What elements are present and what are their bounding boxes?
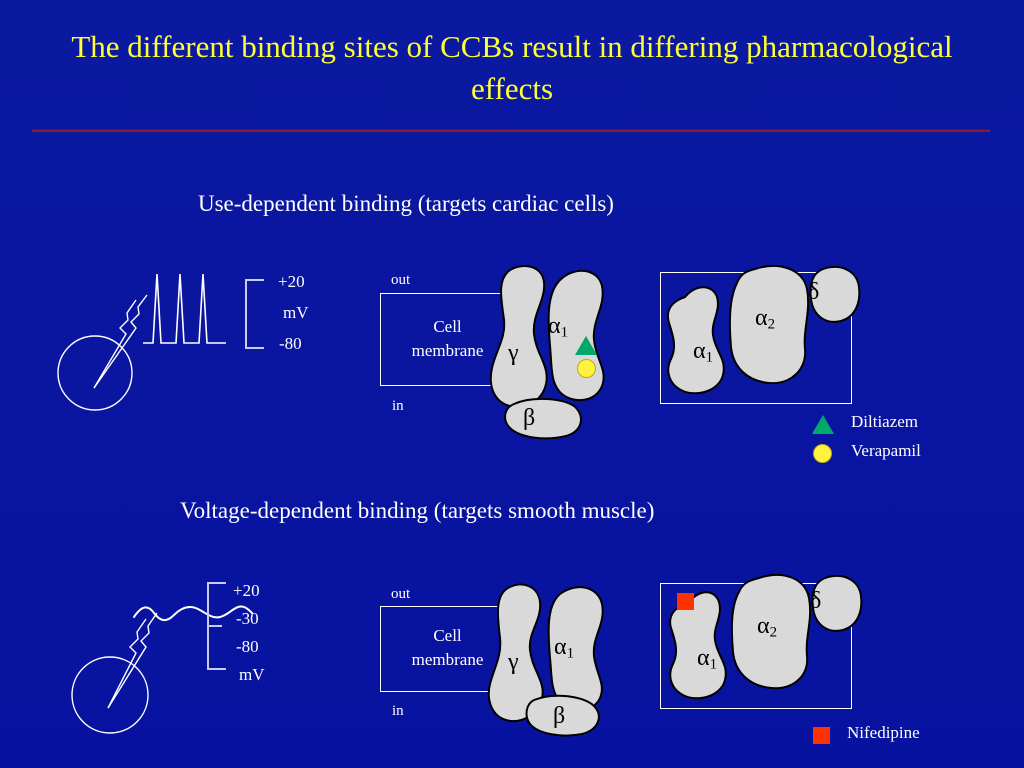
subunit-label-delta-smooth: δ xyxy=(810,588,822,614)
subunit-label-beta-cardiac: β xyxy=(523,405,536,431)
legend-label-diltiazem: Diltiazem xyxy=(851,412,919,431)
section-heading-use-dependent: Use-dependent binding (targets cardiac c… xyxy=(198,191,614,216)
scale-units-smooth: mV xyxy=(239,665,265,684)
page-title: The different binding sites of CCBs resu… xyxy=(71,29,953,106)
channel-complex-left-smooth xyxy=(487,583,604,737)
legend-label-nifedipine: Nifedipine xyxy=(847,723,920,742)
membrane-in-label-cardiac: in xyxy=(392,398,404,414)
membrane-label-line2-cardiac: membrane xyxy=(411,341,484,360)
subunit-label-alpha1-smooth: α1 xyxy=(554,634,575,662)
electrode-pipette-smooth xyxy=(107,618,147,709)
legend-label-verapamil: Verapamil xyxy=(851,441,921,460)
beta-subunit-blob-smooth xyxy=(525,694,600,737)
electrode-pipette xyxy=(93,299,137,389)
smooth-muscle-cell-circle xyxy=(71,656,149,734)
title-divider xyxy=(32,129,990,132)
cardiac-recording-diagram xyxy=(57,273,264,411)
scale-tick-bottom-smooth: -80 xyxy=(236,637,259,656)
membrane-label-line2-smooth: membrane xyxy=(411,650,484,669)
legend-marker-verapamil xyxy=(813,444,832,463)
subunit-label-alpha1-cardiac-right: α1 xyxy=(693,338,714,366)
gamma-subunit-blob-cardiac xyxy=(489,265,548,408)
subunit-label-beta-smooth: β xyxy=(553,703,566,729)
bound-verapamil-circle xyxy=(577,359,596,378)
subunit-label-alpha2-smooth: α2 xyxy=(757,613,778,641)
alpha2-subunit-blob-cardiac xyxy=(728,264,810,385)
subunit-label-alpha2-cardiac: α2 xyxy=(755,305,776,333)
bound-nifedipine-square xyxy=(677,593,694,610)
delta-subunit-blob-smooth xyxy=(811,575,863,632)
alpha1-subunit-blob-cardiac-right xyxy=(667,286,725,395)
section-heading-voltage-dependent: Voltage-dependent binding (targets smoot… xyxy=(180,498,655,523)
scale-tick-top-cardiac: +20 xyxy=(278,272,305,291)
alpha2-subunit-blob-smooth xyxy=(730,573,812,690)
membrane-out-label-cardiac: out xyxy=(391,272,411,288)
slow-wave-trace xyxy=(133,605,253,621)
membrane-in-label-smooth: in xyxy=(392,703,404,719)
membrane-label-line1-cardiac: Cell xyxy=(433,317,462,336)
subunit-label-delta-cardiac: δ xyxy=(808,279,820,305)
beta-subunit-blob-cardiac xyxy=(504,397,582,440)
membrane-out-label-smooth: out xyxy=(391,586,411,602)
legend-marker-diltiazem xyxy=(812,415,834,434)
scale-tick-bottom-cardiac: -80 xyxy=(279,334,302,353)
subunit-label-gamma-smooth: γ xyxy=(508,649,519,675)
subunit-label-alpha1-smooth-right: α1 xyxy=(697,645,718,673)
channel-complex-right-smooth xyxy=(669,573,863,700)
alpha1-subunit-blob-smooth-right xyxy=(669,591,727,700)
scale-tick-top-smooth: +20 xyxy=(233,581,260,600)
membrane-label-line1-smooth: Cell xyxy=(433,626,462,645)
alpha1-subunit-blob-smooth xyxy=(547,586,604,712)
action-potential-trace xyxy=(143,273,226,344)
subunit-label-alpha1-cardiac: α1 xyxy=(548,313,569,341)
channel-complex-left-cardiac xyxy=(489,265,605,440)
voltage-scale-bracket-cardiac xyxy=(245,279,264,349)
scale-tick-mid-smooth: -30 xyxy=(236,609,259,628)
channel-complex-right-cardiac xyxy=(667,264,861,395)
legend-marker-nifedipine xyxy=(813,727,830,744)
scale-units-cardiac: mV xyxy=(283,303,309,322)
delta-subunit-blob-cardiac xyxy=(809,266,861,323)
subunit-label-gamma-cardiac: γ xyxy=(508,340,519,366)
cardiac-cell-circle xyxy=(57,335,133,411)
smooth-muscle-recording-diagram xyxy=(71,582,253,734)
electrode-pipette-edge-smooth xyxy=(107,612,158,709)
electrode-pipette-edge xyxy=(93,294,148,389)
bound-diltiazem-triangle xyxy=(575,336,597,355)
